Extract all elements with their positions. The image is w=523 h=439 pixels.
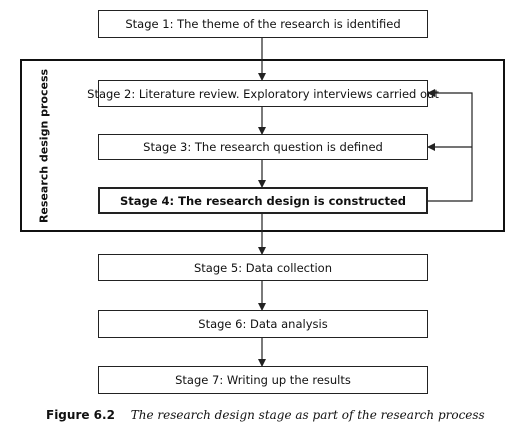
figure-caption: Figure 6.2 The research design stage as …: [46, 408, 485, 422]
research-design-process-label: Research design process: [37, 68, 51, 224]
stage-6-box: Stage 6: Data analysis: [98, 310, 428, 338]
figure-number: Figure 6.2: [46, 408, 115, 422]
stage-5-box: Stage 5: Data collection: [98, 254, 428, 281]
figure-caption-text: The research design stage as part of the…: [130, 408, 485, 422]
stage-1-box: Stage 1: The theme of the research is id…: [98, 10, 428, 38]
stage-3-box: Stage 3: The research question is define…: [98, 134, 428, 160]
stage-4-box: Stage 4: The research design is construc…: [98, 187, 428, 214]
stage-2-box: Stage 2: Literature review. Exploratory …: [87, 80, 439, 107]
stage-7-box: Stage 7: Writing up the results: [98, 366, 428, 394]
